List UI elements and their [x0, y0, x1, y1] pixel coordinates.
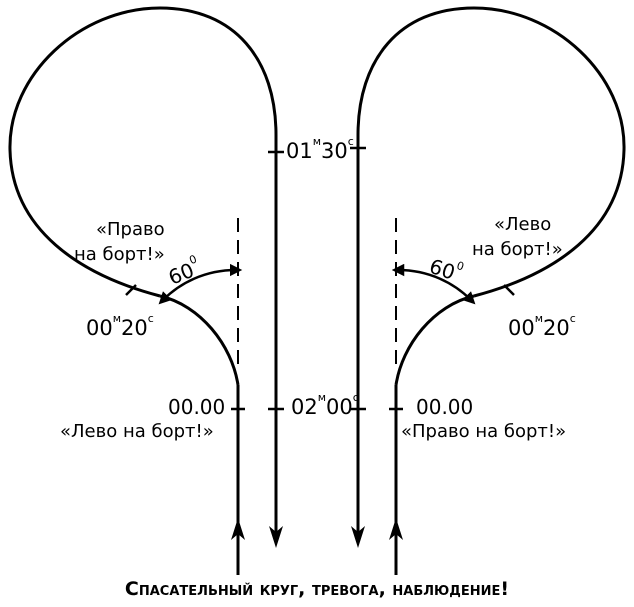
time-130-label: 01м30с	[286, 135, 354, 163]
right-20s-tick	[503, 284, 515, 296]
left-start-command: «Лево на борт!»	[60, 421, 214, 442]
left-angle-label: 600	[164, 252, 204, 289]
left-return-arrow-icon	[269, 526, 283, 548]
right-outbound-arrow-icon	[389, 518, 403, 540]
right-loop	[356, 6, 626, 298]
right-angle-label: 600	[426, 251, 465, 287]
right-time-20-label: 00м20с	[508, 312, 576, 340]
time-200-label: 02м00с	[291, 391, 359, 419]
left-time-start-label: 00.00	[168, 395, 225, 419]
diagram-caption: Спасательный круг, тревога, наблюдение!	[125, 578, 509, 600]
right-turn-command-line2: на борт!»	[472, 239, 563, 260]
right-turn-curve	[394, 294, 475, 386]
left-loop	[8, 6, 278, 298]
left-20s-tick	[125, 284, 137, 296]
left-time-20-label: 00м20с	[86, 312, 154, 340]
right-start-command: «Право на борт!»	[401, 421, 566, 442]
right-maneuver	[356, 6, 626, 575]
left-maneuver	[8, 6, 278, 575]
left-angle-arc	[158, 263, 243, 305]
right-return-arrow-icon	[351, 526, 365, 548]
right-angle-arc	[391, 263, 476, 305]
left-outbound-arrow-icon	[231, 518, 245, 540]
right-time-start-label: 00.00	[416, 395, 473, 419]
left-turn-command-line1: «Право	[96, 219, 165, 240]
left-turn-command-line2: на борт!»	[74, 244, 165, 265]
right-turn-command-line1: «Лево	[494, 214, 551, 235]
left-turn-curve	[159, 294, 240, 386]
